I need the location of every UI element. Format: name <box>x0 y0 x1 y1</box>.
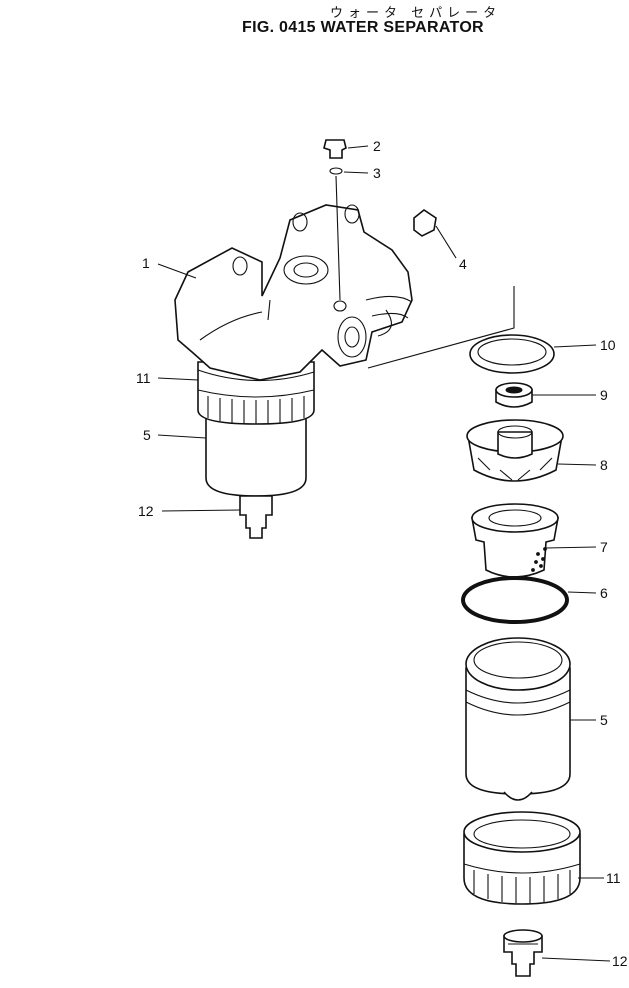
callout-3: 3 <box>373 165 381 181</box>
seal-washer[interactable] <box>495 382 533 408</box>
callout-1: 1 <box>142 255 150 271</box>
ring-nut[interactable] <box>463 811 581 905</box>
exploded-parts <box>461 334 581 977</box>
figure-title-japanese: ウォータ セパレータ <box>330 6 502 21</box>
strainer[interactable] <box>471 503 559 578</box>
plug-guide-line <box>335 175 341 301</box>
drain-plug[interactable] <box>503 929 543 977</box>
leader-lines <box>157 145 611 962</box>
assembled-water-separator <box>174 139 515 539</box>
separator-head-assembled[interactable] <box>174 204 413 381</box>
callout-5-assembled: 5 <box>143 427 151 443</box>
filter-element[interactable] <box>465 637 571 801</box>
callout-7: 7 <box>600 539 608 555</box>
ring-nut-assembled-ribs <box>197 389 315 424</box>
callout-10: 10 <box>600 337 616 353</box>
figure-header: ウォータ セパレータ FIG. 0415 WATER SEPARATOR <box>0 0 629 44</box>
separator-head-details <box>197 204 413 382</box>
ring-nut-ribs <box>463 863 581 903</box>
callout-11-exploded: 11 <box>606 870 621 886</box>
callout-12-assembled: 12 <box>138 503 154 519</box>
plug-bolt[interactable] <box>323 139 347 159</box>
drain-plug-assembled[interactable] <box>239 495 273 539</box>
filter-cover-cap[interactable] <box>466 419 564 482</box>
callout-labels: 1 2 3 4 11 5 12 10 9 8 7 6 5 11 12 <box>136 138 628 969</box>
callout-2: 2 <box>373 138 381 154</box>
callout-9: 9 <box>600 387 608 403</box>
exploded-view-guide <box>367 286 515 369</box>
callout-11-assembled: 11 <box>136 370 151 386</box>
callout-8: 8 <box>600 457 608 473</box>
callout-12-exploded: 12 <box>612 953 628 969</box>
o-ring[interactable] <box>329 167 343 175</box>
callout-5-exploded: 5 <box>600 712 608 728</box>
gasket-ring[interactable] <box>469 334 555 374</box>
air-vent-fitting[interactable] <box>413 209 437 237</box>
strainer-mesh <box>531 547 547 572</box>
large-o-ring[interactable] <box>461 576 569 624</box>
callout-6: 6 <box>600 585 608 601</box>
figure-title: FIG. 0415 WATER SEPARATOR <box>242 19 484 36</box>
callout-4: 4 <box>459 256 467 272</box>
